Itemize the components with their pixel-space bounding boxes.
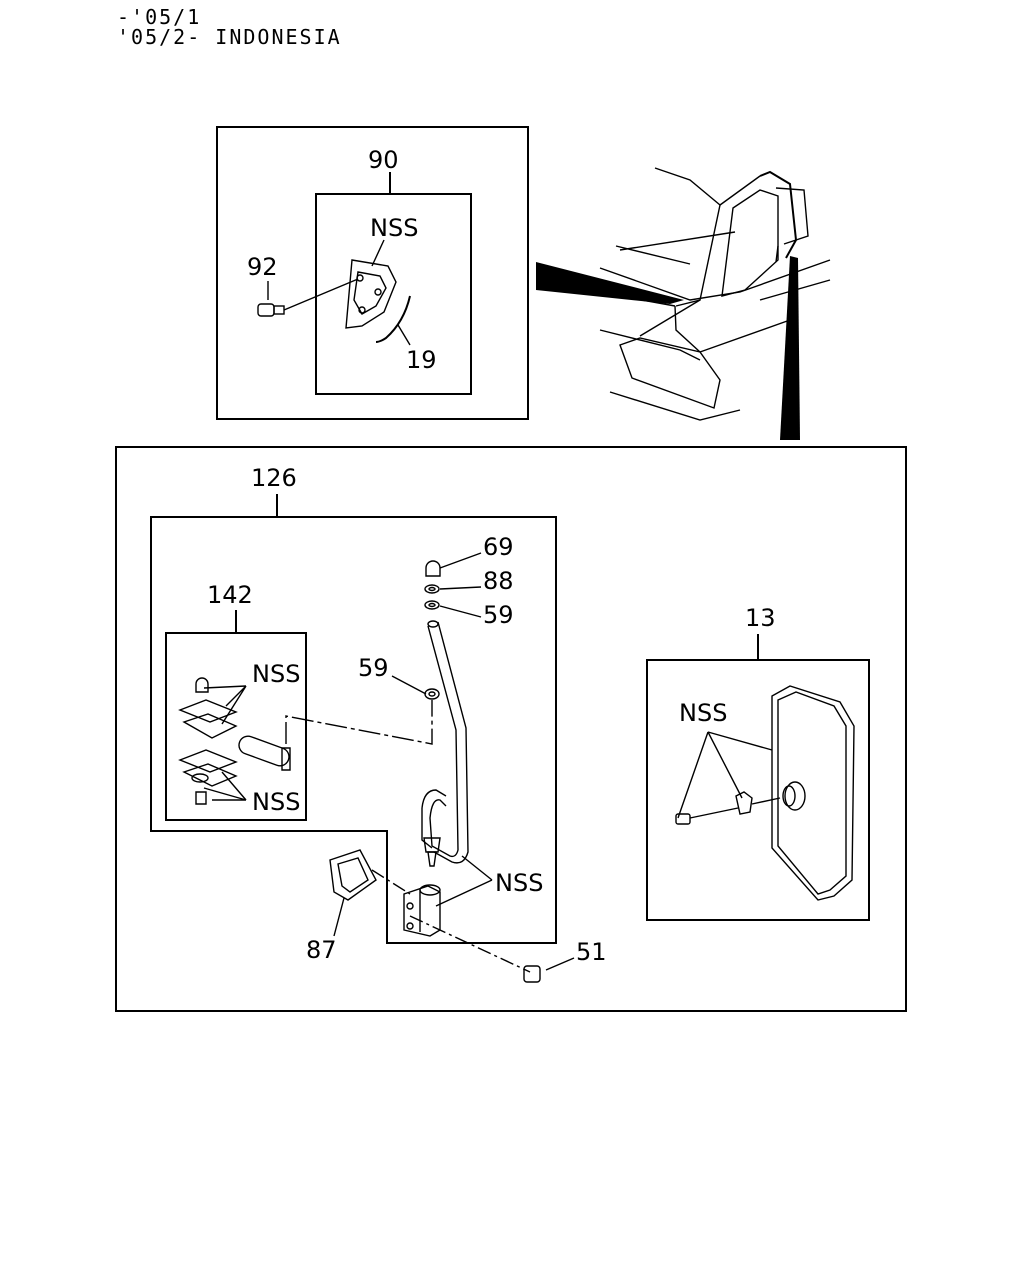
callout-13: 13 (745, 604, 776, 632)
callout-nss-gasket: NSS (370, 214, 418, 242)
hinge-base (403, 884, 441, 937)
mirror-head (675, 685, 855, 901)
lower-detail-frame (115, 446, 907, 1012)
arm-assembly-frame (150, 516, 557, 944)
upper-detail-frame (216, 126, 529, 420)
callout-nss-bracket-bottom: NSS (252, 788, 300, 816)
seal-strip (375, 295, 411, 343)
callout-nss-bracket-top: NSS (252, 660, 300, 688)
callout-59-top: 59 (483, 601, 514, 629)
callout-87: 87 (306, 936, 337, 964)
callout-142: 142 (207, 581, 253, 609)
pointer-wedge-mirror (780, 256, 800, 440)
callout-126: 126 (251, 464, 297, 492)
header-line-1: -'05/1 (117, 5, 202, 29)
mirror-stay-arm (421, 620, 469, 867)
callout-nss-mirror: NSS (679, 699, 727, 727)
header-line-2: '05/2- INDONESIA (117, 25, 342, 49)
base-gasket-87 (329, 849, 377, 901)
callout-51: 51 (576, 938, 607, 966)
bracket-parts (178, 677, 291, 805)
arm-top-fasteners (424, 560, 441, 700)
callout-19: 19 (406, 346, 437, 374)
callout-59-side: 59 (358, 654, 389, 682)
callout-69: 69 (483, 533, 514, 561)
callout-90: 90 (368, 146, 399, 174)
gasket-plate (345, 259, 397, 329)
callout-88: 88 (483, 567, 514, 595)
screw-92 (257, 278, 359, 317)
callout-nss-arm: NSS (495, 869, 543, 897)
gasket-assembly-frame (315, 193, 472, 395)
pointer-wedge-gasket (536, 262, 684, 304)
bolt-51 (523, 965, 541, 983)
callout-92: 92 (247, 253, 278, 281)
